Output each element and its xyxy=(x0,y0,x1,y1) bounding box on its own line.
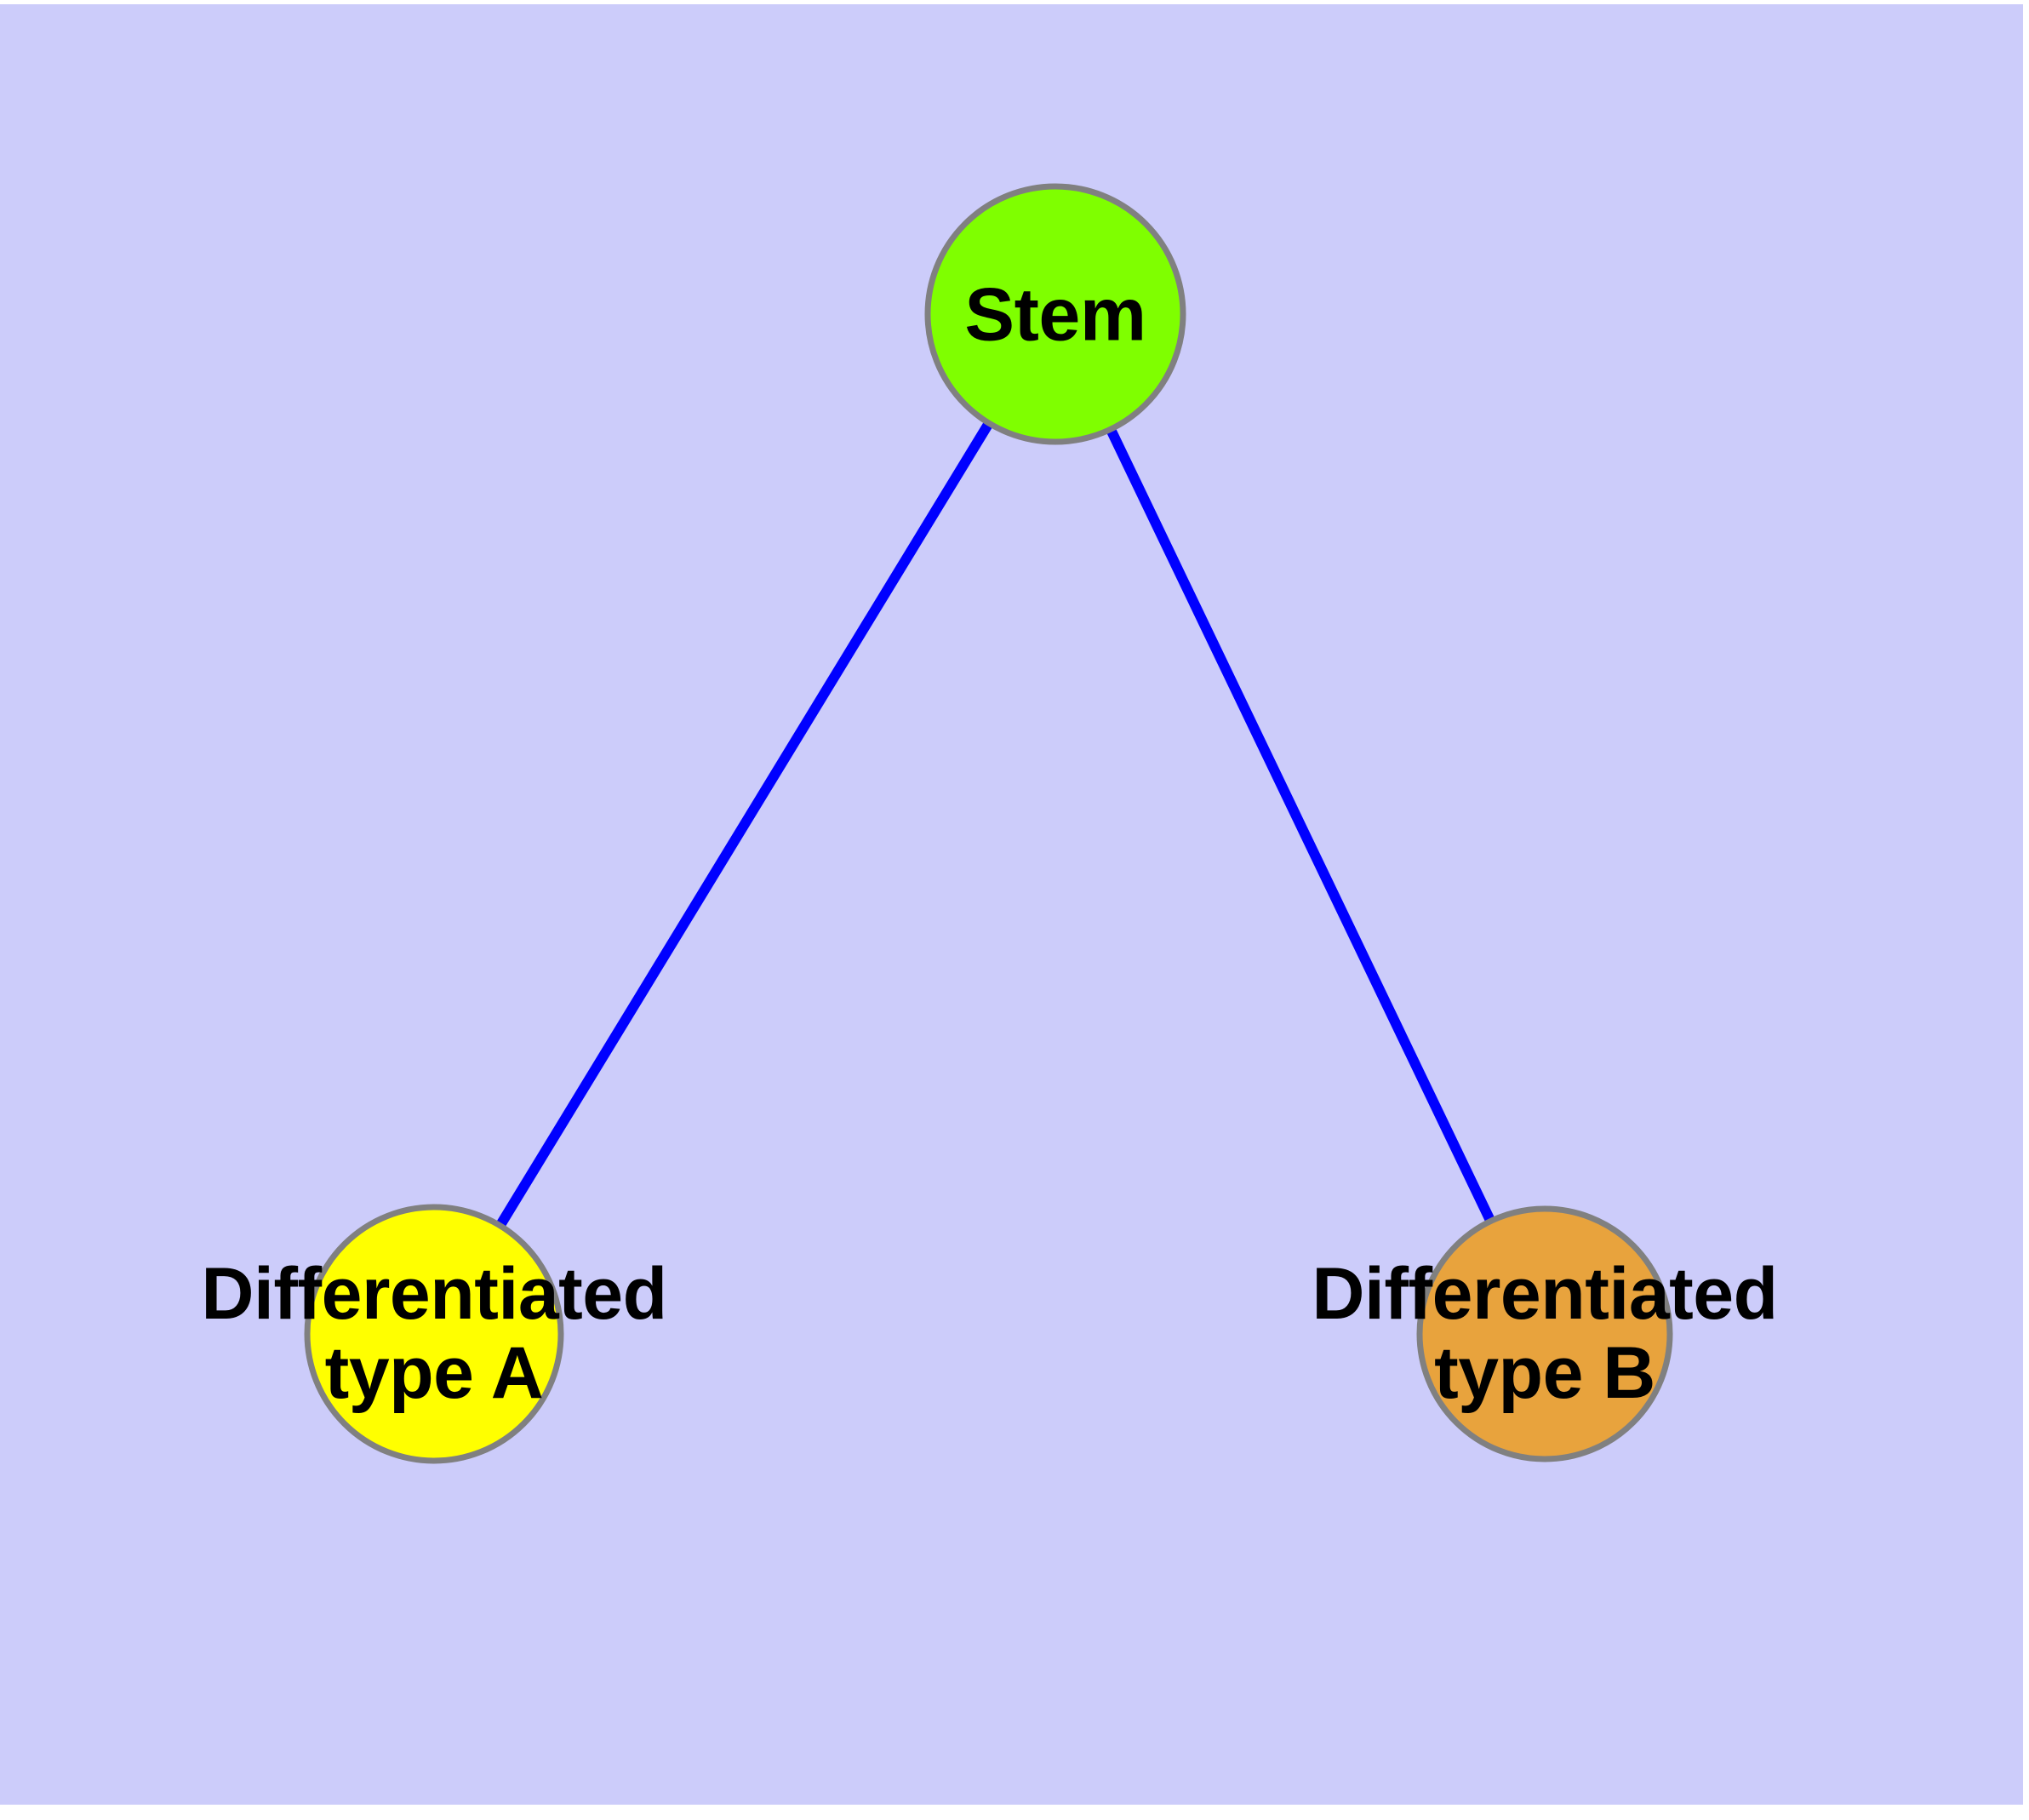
graph-node-diff_b[interactable] xyxy=(1416,1205,1673,1462)
edge-layer xyxy=(494,419,1496,1230)
graph-node-diff_a[interactable] xyxy=(304,1204,564,1464)
graph-node-stem[interactable] xyxy=(924,183,1186,445)
node-layer xyxy=(304,183,1673,1464)
graph-edge-stem-to-b xyxy=(1105,425,1496,1225)
graph-edge-stem-to-a xyxy=(494,419,995,1230)
